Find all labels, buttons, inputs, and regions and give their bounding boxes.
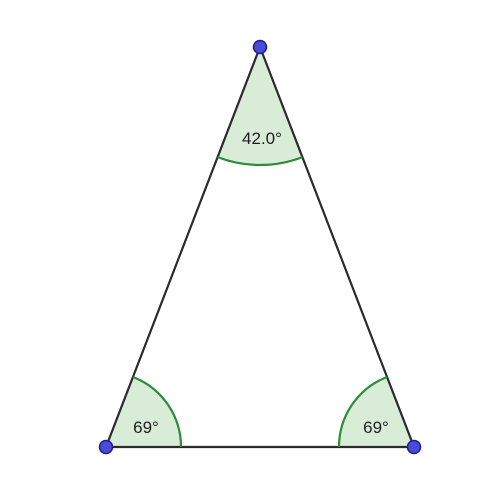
apex-vertex-point[interactable] [252,39,268,55]
bottom-left-vertex-point[interactable] [98,439,114,455]
bottom-left-angle-sector [106,377,181,447]
bottom-right-angle-sector [339,377,414,447]
bottom-right-angle-arc [337,375,388,448]
apex-angle-label: 42.0° [242,129,282,148]
bottom-left-angle-label: 69° [133,418,159,437]
apex-angle-arc [217,156,303,167]
bottom-right-angle-label: 69° [363,418,389,437]
triangle-edge-left [104,45,262,449]
bottom-left-angle-arc [132,375,183,448]
triangle-edge-right [258,45,416,449]
apex-angle-sector [217,47,303,166]
bottom-right-vertex-point[interactable] [406,439,422,455]
